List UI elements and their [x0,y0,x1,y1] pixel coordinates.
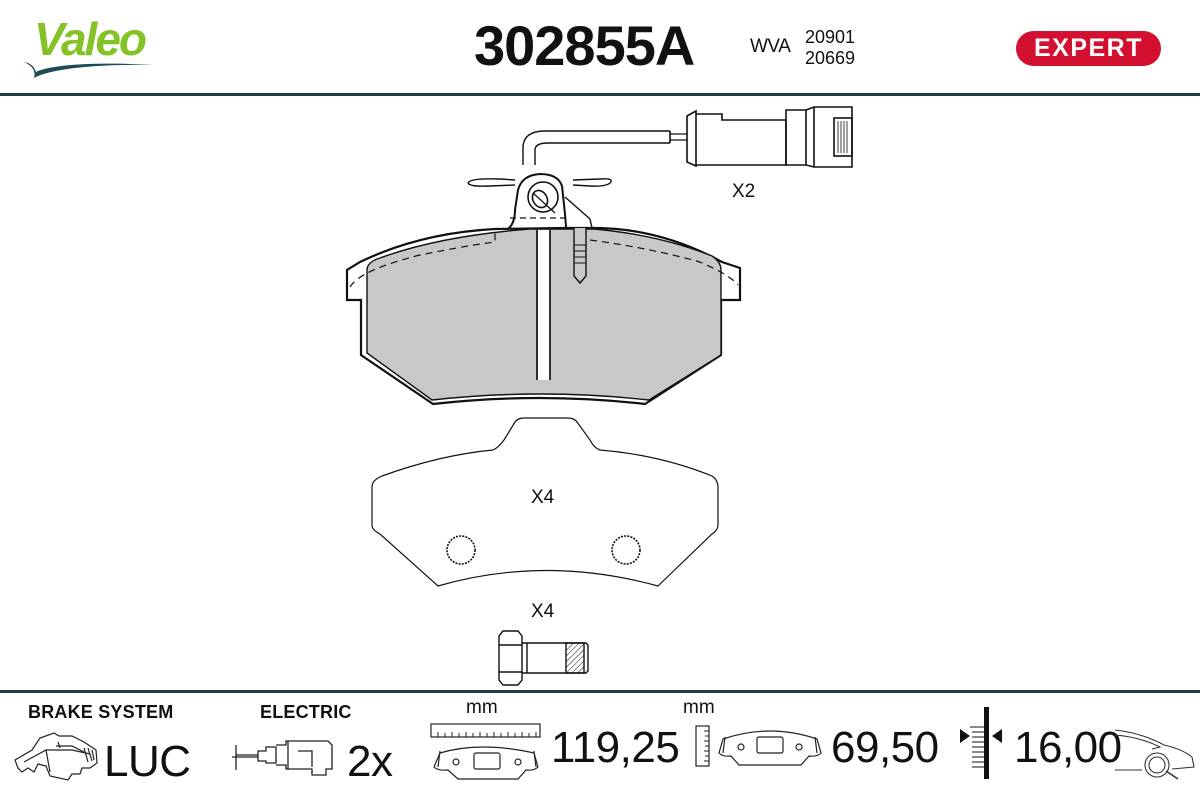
brake-system-value: LUC [104,737,191,786]
wva-codes: 20901 20669 [805,27,855,69]
sensor-quantity: X2 [732,181,755,202]
part-number: 302855A [474,14,695,77]
technical-drawing: X2 X4 X4 [345,106,853,686]
thickness-value: 16,00 [1014,723,1122,772]
width-value: 119,25 [551,723,680,772]
expert-badge: EXPERT [1016,31,1161,66]
electric-value: 2x [347,737,393,786]
wva-code-2: 20669 [805,48,856,68]
pad-width-icon [430,723,541,780]
wear-sensor-icon [232,740,333,776]
pad-height-icon [695,725,822,767]
caliper-bolt-icon [498,630,589,686]
wear-sensor-icon [522,106,853,168]
height-unit: mm [683,697,715,718]
electric-label: ELECTRIC [260,702,352,722]
front-axle-car-icon [1114,729,1195,780]
valeo-logo: Valeo [22,10,162,78]
spring-clip-icon [467,172,612,236]
height-value: 69,50 [831,723,939,772]
brake-system-label: BRAKE SYSTEM [28,702,174,722]
wva-label: WVA [750,36,791,57]
shim-quantity: X4 [531,487,555,508]
brand-name: Valeo [34,13,147,65]
header-divider [0,93,1200,96]
footer-divider [0,690,1200,693]
caliper-icon [14,732,98,781]
thickness-icon [960,707,1002,779]
width-unit: mm [466,697,498,718]
anti-noise-shim-icon [371,417,719,587]
sensor-pin [573,228,587,285]
wva-code-1: 20901 [805,27,856,47]
bolt-quantity: X4 [531,601,555,622]
logo-swoosh-icon [24,62,154,78]
